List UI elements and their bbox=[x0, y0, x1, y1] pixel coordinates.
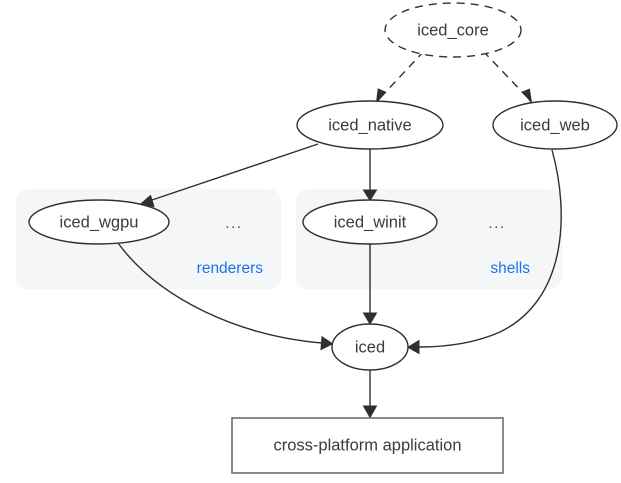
edge-iced-native-to-iced-winit-arrowhead bbox=[362, 189, 378, 202]
node-iced[interactable]: iced bbox=[331, 323, 409, 371]
edge-iced-winit-to-iced bbox=[362, 244, 378, 325]
node-iced-core-label: iced_core bbox=[417, 21, 489, 39]
node-iced-wgpu[interactable]: iced_wgpu bbox=[28, 199, 170, 245]
edge-iced-wgpu-to-iced-line bbox=[117, 242, 323, 344]
cluster-shells-label: shells bbox=[490, 260, 530, 277]
node-iced-native-label: iced_native bbox=[328, 116, 411, 134]
edge-iced-web-to-iced-line bbox=[418, 149, 562, 348]
edge-iced-web-to-iced bbox=[407, 149, 562, 355]
edge-iced-native-to-iced-winit bbox=[362, 149, 378, 202]
edge-iced-to-application bbox=[362, 370, 378, 419]
edge-iced-core-to-iced-native bbox=[375, 50, 425, 105]
edge-iced-core-to-iced-web bbox=[482, 50, 533, 105]
node-iced-web-label: iced_web bbox=[520, 116, 590, 134]
edge-iced-core-to-iced-web-arrowhead bbox=[521, 88, 533, 105]
node-iced-label: iced bbox=[355, 338, 385, 356]
node-iced-winit-shape[interactable] bbox=[302, 199, 438, 245]
node-iced-web[interactable]: iced_web bbox=[492, 100, 618, 150]
edge-iced-winit-to-iced-arrowhead bbox=[362, 312, 378, 325]
cluster-renderers-ellipsis: ... bbox=[225, 215, 242, 232]
node-cross-platform-application-shape[interactable] bbox=[231, 417, 504, 474]
node-iced-winit-label: iced_winit bbox=[334, 213, 407, 231]
node-iced-web-shape[interactable] bbox=[492, 100, 618, 150]
edge-iced-wgpu-to-iced-arrowhead bbox=[320, 335, 334, 351]
edge-iced-native-to-iced-wgpu-line bbox=[151, 143, 319, 201]
node-iced-core-shape[interactable] bbox=[384, 2, 522, 58]
cluster-renderers-label: renderers bbox=[197, 260, 264, 277]
edge-iced-wgpu-to-iced bbox=[117, 242, 334, 351]
node-iced-native-shape[interactable] bbox=[296, 100, 444, 150]
node-iced-shape[interactable] bbox=[331, 323, 409, 371]
edge-iced-core-to-iced-native-line bbox=[380, 50, 425, 98]
edge-iced-core-to-iced-native-arrowhead bbox=[375, 88, 387, 105]
node-iced-core[interactable]: iced_core bbox=[384, 2, 522, 58]
edge-iced-core-to-iced-web-line bbox=[482, 50, 528, 98]
edge-iced-to-application-arrowhead bbox=[362, 405, 378, 419]
node-iced-wgpu-shape[interactable] bbox=[28, 199, 170, 245]
cluster-shells-ellipsis: ... bbox=[488, 215, 505, 232]
node-iced-wgpu-label: iced_wgpu bbox=[60, 213, 139, 231]
node-iced-native[interactable]: iced_native bbox=[296, 100, 444, 150]
node-cross-platform-application[interactable]: cross-platform application bbox=[231, 417, 504, 474]
node-iced-winit[interactable]: iced_winit bbox=[302, 199, 438, 245]
edge-iced-web-to-iced-arrowhead bbox=[407, 339, 420, 355]
node-cross-platform-application-label: cross-platform application bbox=[274, 436, 462, 454]
